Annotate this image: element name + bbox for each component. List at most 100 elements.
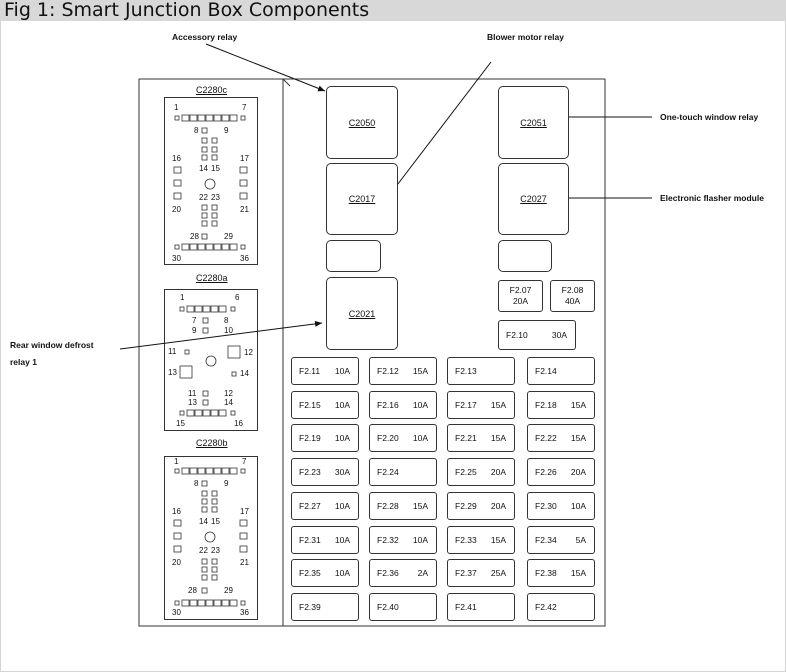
connector-c2280c-pins [173,114,248,251]
pin-label: 30 [172,254,181,263]
one-touch-window-relay-callout: One-touch window relay [660,112,759,122]
relay-empty-right [498,240,552,272]
fuse-amperage: 10A [334,568,350,578]
fuse-label: F2.12 [377,366,399,376]
pin-label: 1 [174,103,179,112]
fuse-label: F2.26 [535,467,557,477]
pin-label: 9 [224,126,229,135]
fuse-label: F2.13 [455,366,477,376]
fuse-box: F2.14 [527,357,595,385]
pin-label: 8 [224,316,229,325]
pin-label: 17 [240,507,249,516]
connector-c2280a-pins [179,305,241,417]
fuse-amperage: 10A [334,400,350,410]
pin-label: 14 [224,398,233,407]
fuse-label: F2.36 [377,568,399,578]
fuse-label: F2.41 [455,602,477,612]
pin-label: 21 [240,205,249,214]
fuse-amperage: 10A [412,433,428,443]
pin-label: 7 [192,316,197,325]
fuse-label: F2.29 [455,501,477,511]
fuse-f2-08-amps: 40A [564,296,581,306]
fuse-box: F2.39 [291,593,359,621]
fuse-amperage: 15A [570,568,586,578]
pin-label: 9 [192,326,197,335]
pin-label: 22 [199,546,208,555]
pin-label: 12 [224,389,233,398]
connector-c2280a-label: C2280a [196,273,228,283]
pin-label: 36 [240,608,249,617]
fuse-label: F2.18 [535,400,557,410]
fuse-label: F2.15 [299,400,321,410]
fuse-box: F2.24 [369,458,437,486]
fuse-amperage: 10A [570,501,586,511]
fuse-box: F2.16 10A [369,391,437,419]
fuse-label: F2.23 [299,467,321,477]
fuse-amperage: 15A [570,400,586,410]
figure-title: Fig 1: Smart Junction Box Components [0,0,786,21]
pin-label: 7 [242,457,247,466]
fuse-label: F2.24 [377,467,399,477]
pin-label: 28 [188,586,197,595]
pin-label: 10 [224,326,233,335]
fuse-amperage: 10A [334,433,350,443]
connector-c2280b-label: C2280b [196,438,228,448]
pin-label: 13 [188,398,197,407]
pin-label: 29 [224,586,233,595]
pin-label: 22 [199,193,208,202]
fuse-label: F2.33 [455,535,477,545]
pin-label: 29 [224,232,233,241]
fuse-label: F2.34 [535,535,557,545]
fuse-box: F2.12 15A [369,357,437,385]
pin-label: 12 [244,348,253,357]
pin-label: 14 [199,164,208,173]
pin-label: 16 [172,507,181,516]
fuse-box: F2.18 15A [527,391,595,419]
fuse-amperage: 15A [412,366,428,376]
relay-c2017: C2017 [326,163,398,235]
relay-c2051-label: C2051 [520,117,547,128]
fuse-amperage: 10A [412,400,428,410]
pin-label: 36 [240,254,249,263]
fuse-label: F2.30 [535,501,557,511]
relay-c2051: C2051 [498,86,569,159]
pin-label: 16 [172,154,181,163]
fuse-amperage: 2A [417,568,428,578]
relay-c2027: C2027 [498,163,569,235]
fuse-label: F2.17 [455,400,477,410]
relay-c2050: C2050 [326,86,398,159]
fuse-amperage: 20A [490,501,506,511]
pin-label: 16 [234,419,243,428]
pin-label: 20 [172,558,181,567]
fuse-amperage: 15A [570,433,586,443]
fuse-label: F2.16 [377,400,399,410]
blower-motor-relay-callout: Blower motor relay [487,32,564,42]
relay-c2027-label: C2027 [520,194,547,204]
accessory-relay-callout: Accessory relay [172,32,238,42]
fuse-label: F2.19 [299,433,321,443]
fuse-label: F2.35 [299,568,321,578]
pin-label: 15 [211,164,220,173]
pin-label: 11 [188,389,197,398]
fuse-box: F2.42 [527,593,595,621]
pin-label: 1 [180,293,185,302]
electronic-flasher-module-callout: Electronic flasher module [660,193,764,203]
fuse-amperage: 10A [412,535,428,545]
fuse-label: F2.21 [455,433,477,443]
fuse-box: F2.35 10A [291,559,359,587]
fuse-amperage: 15A [490,400,506,410]
accessory-relay-leader [205,43,326,92]
fuse-label: F2.39 [299,602,321,612]
fuse-box: F2.30 10A [527,492,595,520]
pin-label: 9 [224,479,229,488]
fuse-box: F2.15 10A [291,391,359,419]
